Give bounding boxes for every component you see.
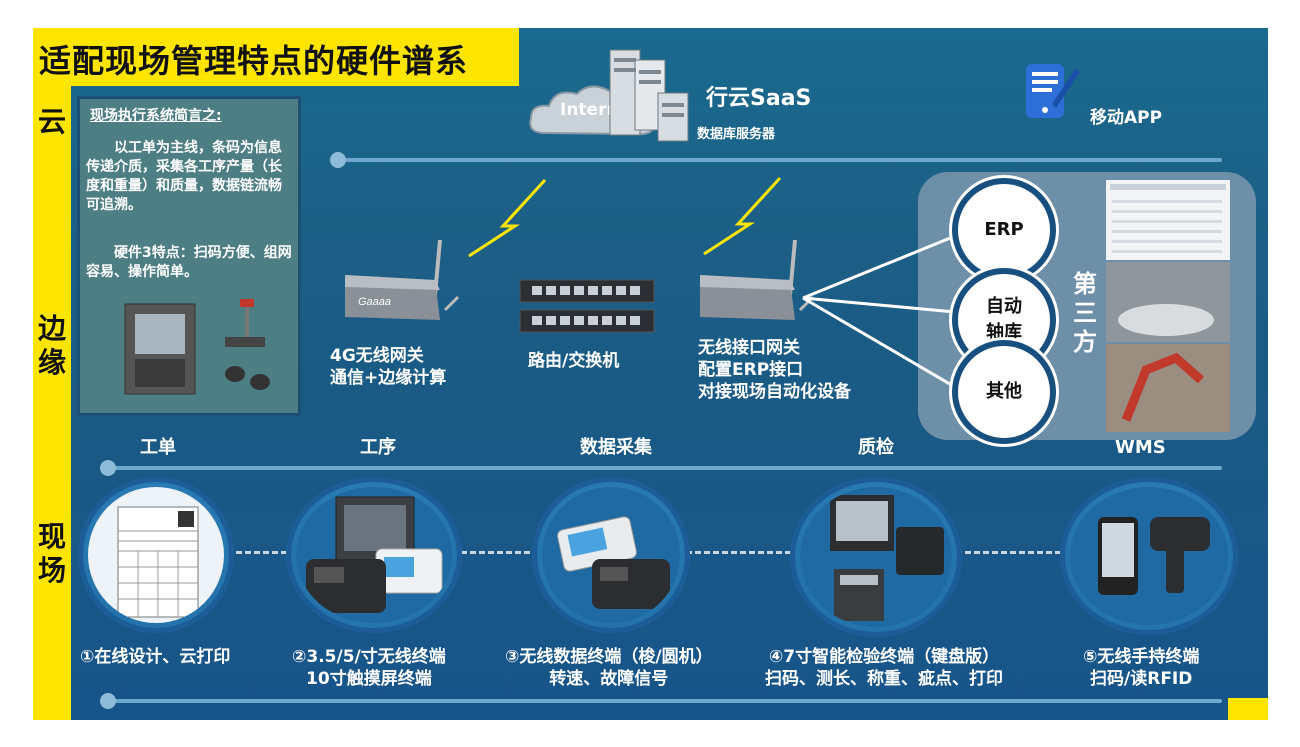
work-order-form-icon: [117, 506, 199, 618]
terminal-label-line: 扫码/读RFID: [1090, 669, 1193, 689]
summary-body: 以工单为主线，条码为信息传递介质，采集各工序产量（长度和重量）和质量，数据链流畅…: [86, 140, 282, 213]
third-party-text: 第三方: [1073, 270, 1097, 356]
signal-bolt-icon: [703, 176, 782, 256]
terminal-label: ③无线数据终端（梭/圆机） 转速、故障信号: [505, 646, 713, 690]
stage-label: 工序: [360, 437, 396, 458]
stage-label: 数据采集: [580, 437, 652, 458]
terminal-image-area: [542, 487, 680, 623]
page-title: 适配现场管理特点的硬件谱系: [39, 42, 469, 80]
summary-box: 现场执行系统简言之: 以工单为主线，条码为信息传递介质，采集各工序产量（长度和重…: [77, 96, 301, 416]
layer-edge-text: 边缘: [37, 312, 66, 379]
terminal-label: ②3.5/5/寸无线终端 10寸触摸屏终端: [292, 646, 446, 690]
terminal-label-line: ①在线设计、云打印: [80, 647, 231, 667]
data-terminal-icon: [557, 516, 670, 609]
wireless-gateway-icon: [700, 239, 815, 320]
terminal-label-line: 10寸触摸屏终端: [306, 669, 432, 689]
inspection-terminal-icon: [830, 495, 944, 621]
hardware-illustration: [124, 299, 270, 395]
corner-accent: [1228, 698, 1268, 720]
cloud-line-dot: [330, 152, 346, 168]
terminal-circle-wms: [1060, 477, 1238, 635]
terminal-label-line: ③无线数据终端（梭/圆机）: [505, 647, 713, 667]
terminal-label: ⑤无线手持终端 扫码/读RFID: [1083, 646, 1199, 690]
signal-bolt-icon: [468, 178, 547, 258]
gateway-4g-line1: 4G无线网关: [330, 346, 424, 366]
process-terminal-icon: [306, 496, 443, 613]
router-label: 路由/交换机: [528, 351, 620, 371]
db-server-label: 数据库服务器: [697, 127, 776, 142]
field-bottom-line: [108, 699, 1222, 703]
terminal-label-line: ⑤无线手持终端: [1083, 647, 1200, 667]
wireless-gateway-label: 无线接口网关 配置ERP接口 对接现场自动化设备: [698, 337, 851, 403]
terminal-label: ④7寸智能检验终端（键盘版） 扫码、测长、称重、疵点、打印: [765, 646, 1003, 690]
terminal-circle-work-order: [78, 477, 234, 633]
layer-field-label: 现场: [33, 520, 71, 588]
wireless-gw-line1: 无线接口网关: [698, 338, 800, 358]
terminal-image-area: [1070, 487, 1228, 625]
terminal-image-area: [296, 487, 452, 623]
erp-node: ERP: [952, 178, 1056, 282]
gateway-4g-label: 4G无线网关 通信+边缘计算: [330, 345, 446, 389]
summary-heading: 现场执行系统简言之:: [90, 108, 222, 124]
terminal-image-area: [88, 487, 224, 623]
terminal-label-line: ②3.5/5/寸无线终端: [292, 647, 446, 667]
connector-lines: [802, 230, 966, 392]
layer-edge-label: 边缘: [33, 312, 71, 380]
terminal-circle-process: [286, 477, 462, 633]
terminal-circle-inspection: [790, 477, 962, 637]
third-party-photos: [1106, 180, 1230, 432]
terminal-label: ①在线设计、云打印: [80, 646, 230, 668]
saas-label: 行云SaaS: [706, 86, 812, 111]
title-box: 适配现场管理特点的硬件谱系: [33, 28, 519, 86]
handheld-terminal-icon: [1098, 517, 1210, 595]
terminal-label-line: 扫码、测长、称重、疵点、打印: [765, 669, 1003, 689]
terminal-circle-data: [532, 477, 690, 633]
mobile-app-label: 移动APP: [1090, 108, 1163, 128]
gateway-brand-text: Gaaaa: [358, 296, 391, 308]
wireless-gw-line2: 配置ERP接口: [698, 360, 804, 380]
stage-label: WMS: [1115, 437, 1166, 458]
gateway-4g-icon: Gaaaa: [345, 239, 460, 320]
layer-field-text: 现场: [37, 520, 66, 587]
server-icon: [609, 49, 689, 142]
third-party-label: 第三方: [1072, 270, 1098, 357]
layer-bar: [33, 28, 71, 720]
stage-label: 质检: [858, 437, 894, 458]
cloud-line: [338, 158, 1222, 162]
auto-store-text: 自动轴库: [986, 296, 1022, 343]
terminal-label-line: ④7寸智能检验终端（键盘版）: [768, 647, 1000, 667]
stage-label: 工单: [140, 437, 176, 458]
gateway-4g-line2: 通信+边缘计算: [330, 368, 447, 388]
field-top-dot: [100, 460, 116, 476]
wireless-gw-line3: 对接现场自动化设备: [698, 382, 851, 402]
terminal-image-area: [800, 487, 952, 627]
layer-cloud-label: 云: [37, 105, 66, 138]
mobile-app-icon: [1026, 64, 1080, 118]
terminal-label-line: 转速、故障信号: [549, 669, 669, 689]
field-top-line: [108, 466, 1222, 470]
summary-features: 硬件3特点：扫码方便、组网容易、操作简单。: [86, 245, 292, 280]
field-bottom-dot: [100, 693, 116, 709]
other-node: 其他: [952, 340, 1056, 444]
router-switch-icon: [519, 279, 655, 333]
